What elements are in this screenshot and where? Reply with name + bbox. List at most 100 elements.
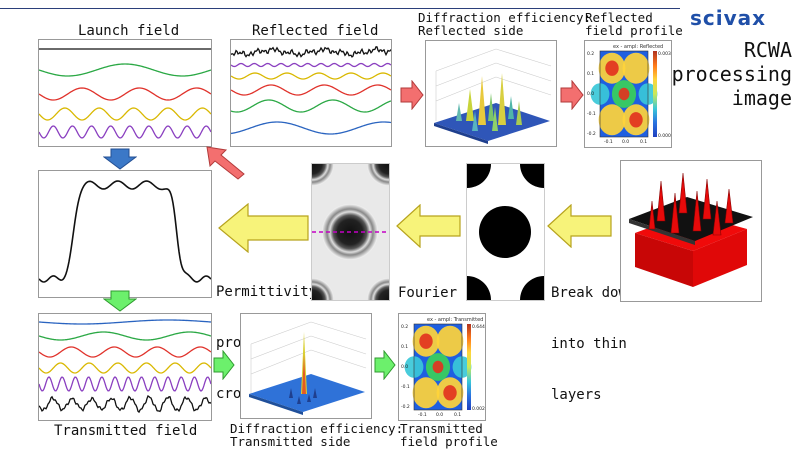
wave-trace [39,63,211,77]
arrow-permittivity-to-transmitted [103,290,137,312]
permittivity-curve-line [39,180,211,283]
break-down-line-3: layers [551,387,602,403]
xtick-label: 0.0 [622,139,629,145]
transmitted-profile-line-1: Transmitted [400,421,483,436]
colorbar-max: 0.00351 [658,51,671,57]
permittivity-profile-curve [39,180,211,283]
xtick-label: 0.0 [436,412,443,418]
scivax-logo: scivax [690,6,766,30]
wave-trace [39,319,211,325]
transmitted-profile-label: Transmitted field profile [400,422,498,448]
heatmap-frame [599,50,649,138]
heatmap-blob [629,112,643,128]
arrow-permittivity-to-reflected [206,146,245,180]
ytick-label: -0.1 [401,384,410,390]
wave-trace [39,87,211,101]
ytick-label: 0.0 [587,91,594,97]
heatmap-blob [419,333,433,349]
wave-trace [231,62,391,68]
wave-trace [39,346,211,358]
title-line-1: RCWA [743,38,792,62]
diffraction-reflected-line-2: Reflected side [418,23,524,38]
colorbar-min: 0.00023 [658,133,671,139]
arrow-to-fourier [396,204,461,248]
heatmap-blob [412,377,440,409]
wave-trace [39,376,211,392]
diffraction-reflected-plot [425,40,557,147]
binary-pattern-image [466,163,545,301]
ytick-label: 0.2 [401,324,408,330]
xtick-label: -0.1 [604,139,613,145]
xtick-label: 0.1 [454,412,461,418]
transmitted-field-panel [38,313,212,421]
diffraction-transmitted-surface [249,321,367,415]
ytick-label: 0.0 [401,364,408,370]
page-title: RCWA processing image [672,38,792,110]
permittivity-profile-panel [38,170,212,298]
reflected-field-panel [230,39,392,147]
arrow-to-binary-pattern [547,204,612,248]
transmitted-profile-heatmap: ex - ampl: Transmitted0.6440.0020.20.10.… [401,317,485,418]
wave-trace [39,331,211,341]
logo-text: scivax [690,6,767,30]
xtick-label: -0.1 [418,412,427,418]
arrow-to-permittivity [218,203,309,253]
header-rule [0,8,680,9]
ytick-label: 0.2 [587,51,594,57]
binary-pattern-graphic [467,164,544,300]
break-down-line-2: into thin [551,336,627,352]
launch-field-waves [39,48,211,139]
ytick-label: -0.2 [401,404,410,410]
arrow-launch-to-permittivity [103,148,137,170]
heatmap-blob [432,360,444,374]
transmitted-profile-line-2: field profile [400,434,498,449]
diffraction-transmitted-label: Diffraction efficiency: Transmitted side [230,422,403,448]
structure-3d-panel [620,160,762,302]
transmitted-field-waves [39,319,211,414]
colorbar-min: 0.002 [472,406,485,412]
permittivity-line-1: Permittivity [216,284,318,300]
diffraction-reflected-surface [434,48,552,144]
wave-trace [231,84,391,96]
diffraction-reflected-line-1: Diffraction efficiency: [418,10,592,25]
wave-trace [39,125,211,139]
wave-trace [231,72,391,80]
colorbar-max: 0.644 [472,324,485,330]
heatmap-blob [605,60,619,76]
ytick-label: -0.1 [587,111,596,117]
break-down-label: Break down into thin layers [551,251,635,421]
wave-trace [39,395,211,414]
launch-field-panel [38,39,212,147]
title-line-3: image [731,86,792,110]
wave-trace [231,46,391,58]
xtick-label: 0.1 [640,139,647,145]
diffraction-reflected-label: Diffraction efficiency: Reflected side [418,11,591,37]
colorbar [467,324,471,410]
diffraction-transmitted-line-1: Diffraction efficiency: [230,421,404,436]
title-line-2: processing [671,62,792,86]
heatmap-blob [622,52,650,84]
profile-header: ex - ampl: Reflected [613,44,663,50]
diffraction-transmitted-plot [240,313,372,419]
diffraction-transmitted-line-2: Transmitted side [230,434,351,449]
launch-field-label: Launch field [78,23,180,39]
wave-trace [39,362,211,374]
fourier-pattern-graphic [312,164,389,300]
heatmap-frame [413,323,463,411]
ytick-label: -0.2 [587,131,596,137]
structure-3d-graphic [629,172,753,287]
transmitted-field-label: Transmitted field [54,423,198,439]
heatmap-blob [443,385,457,401]
ytick-label: 0.1 [587,71,594,77]
reflected-profile-line-2: field profile [585,23,683,38]
reflected-field-label: Reflected field [252,23,379,39]
wave-trace [39,107,211,121]
fourier-line-1: Fourier [398,285,458,301]
fourier-pattern-image [311,163,390,301]
arrow-to-diffraction-reflected [400,80,424,110]
reflected-field-waves [231,46,391,135]
ytick-label: 0.1 [401,344,408,350]
